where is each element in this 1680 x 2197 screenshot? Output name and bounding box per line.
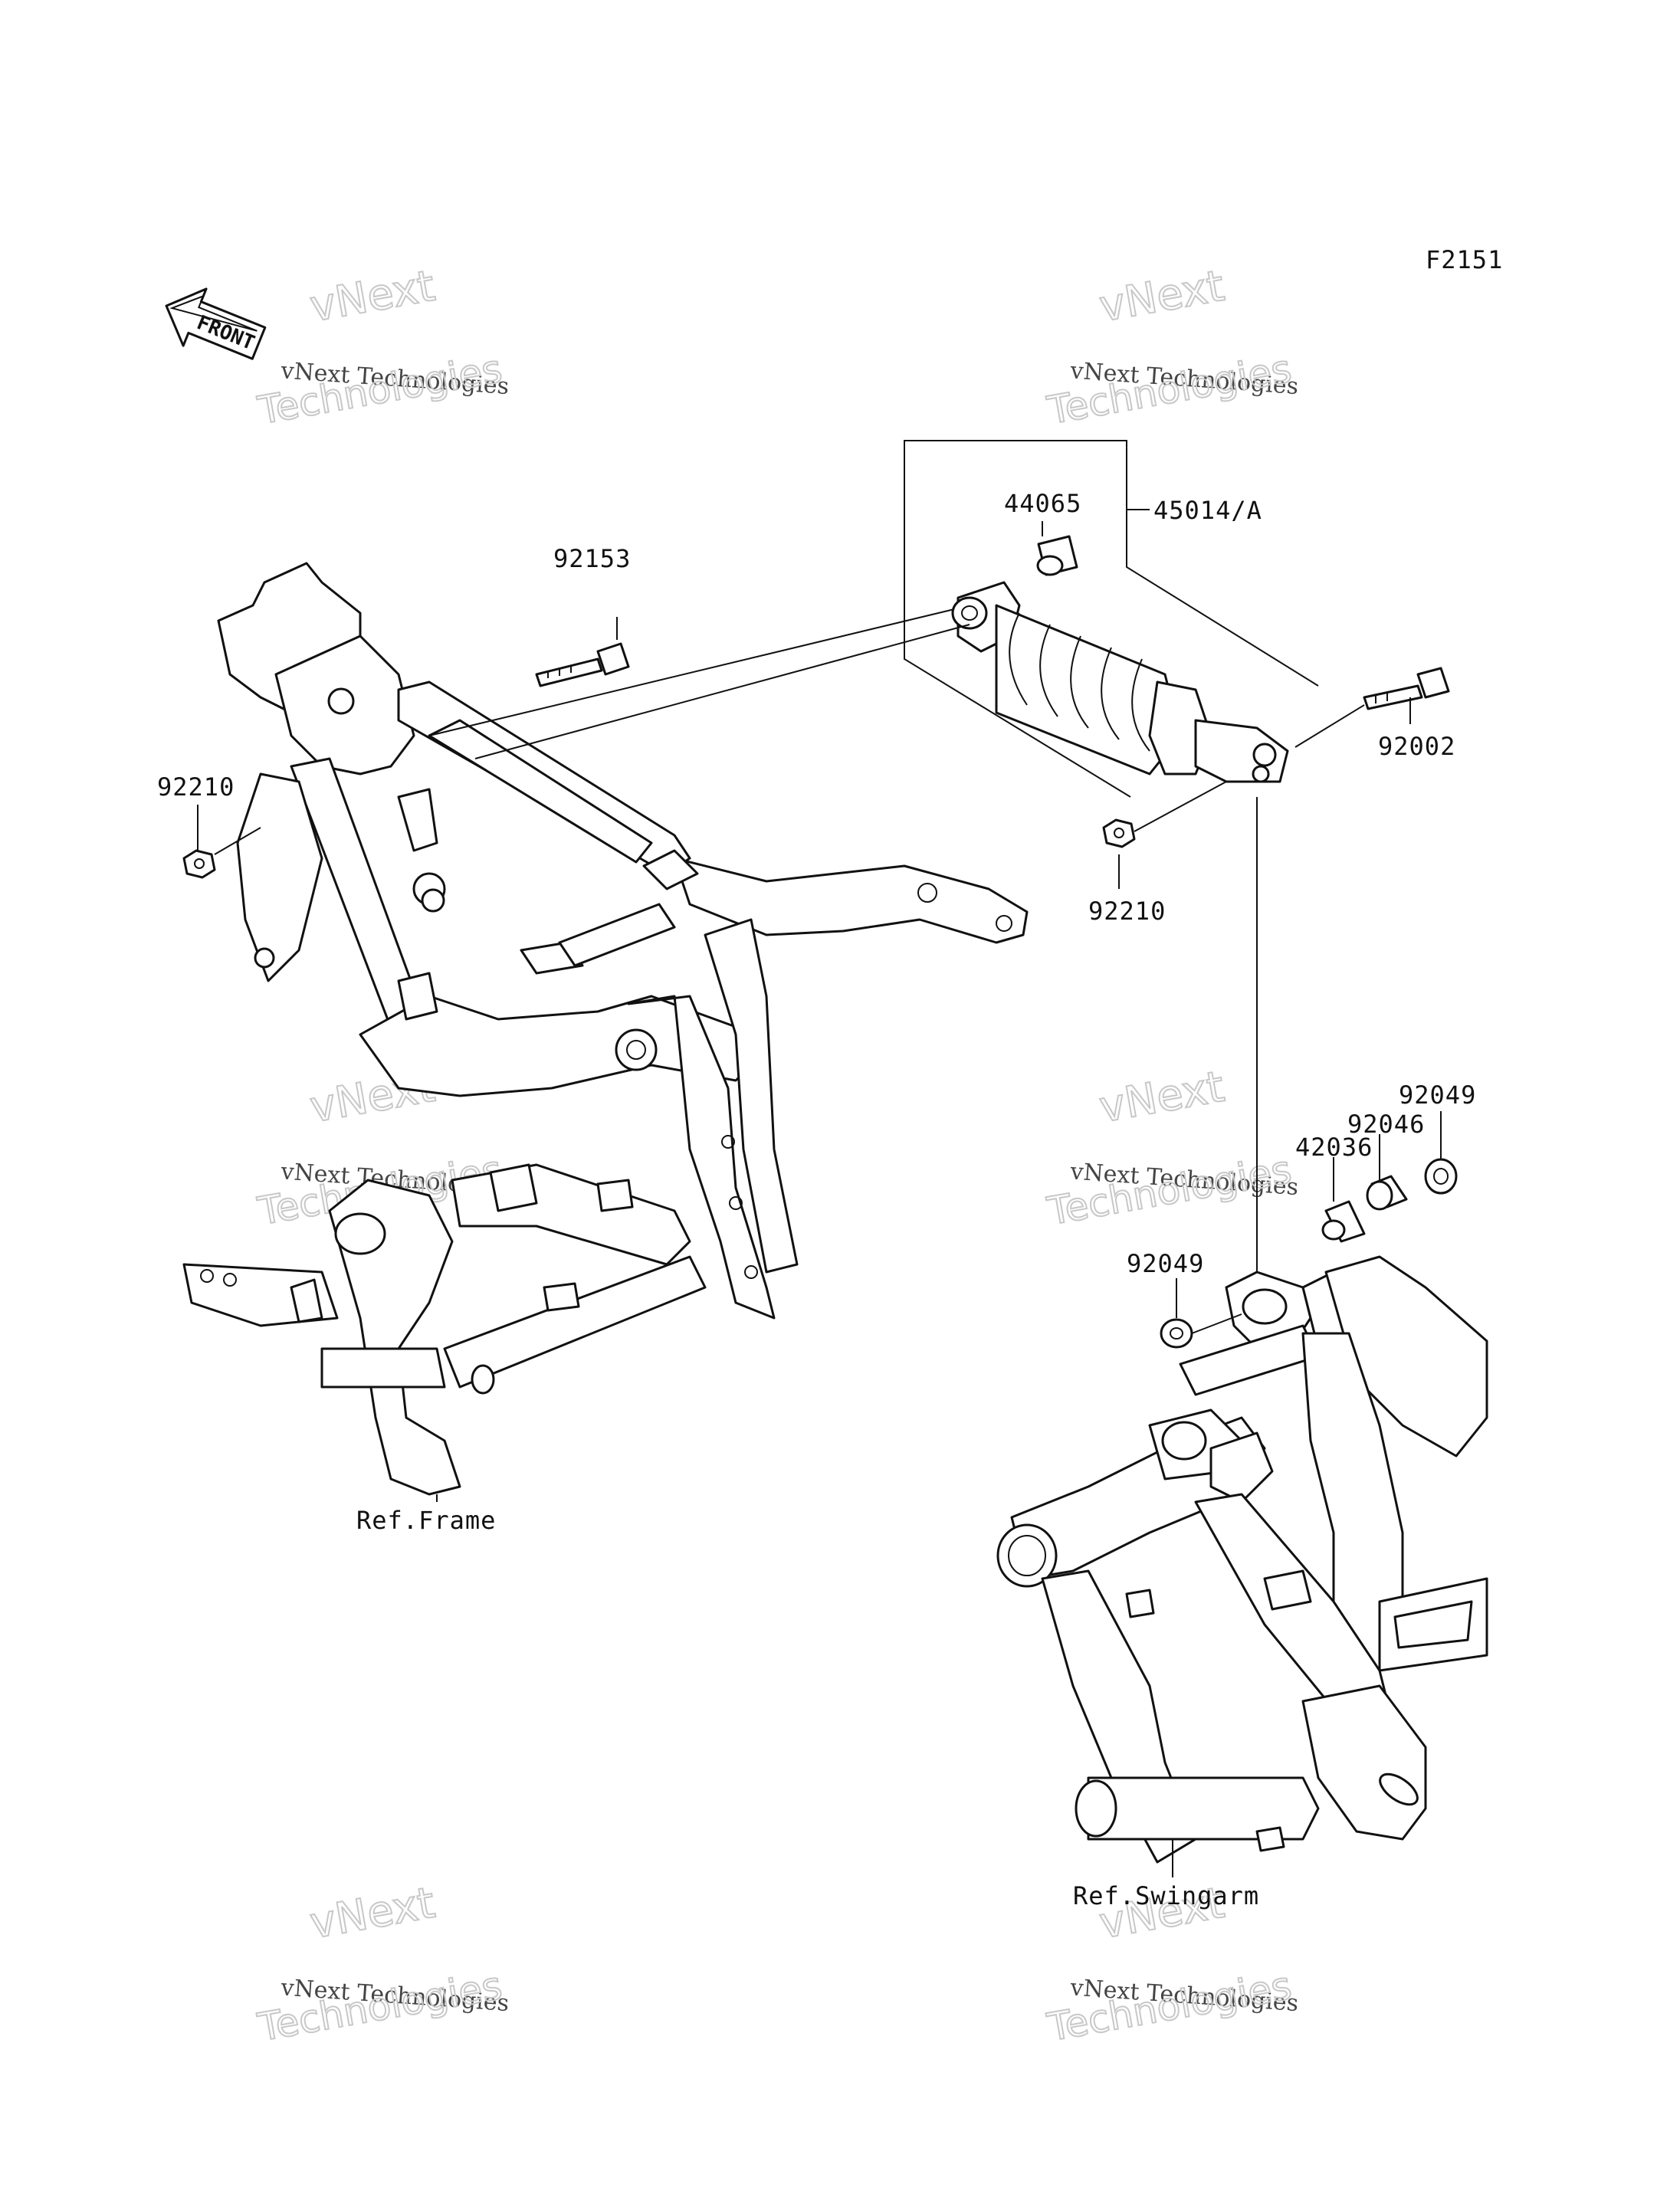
leader-lines [197, 440, 1442, 1877]
svg-text:vNext: vNext [1096, 1062, 1228, 1133]
front-arrow-icon: FRONT [165, 287, 267, 360]
swingarm-drawing [996, 1255, 1488, 1864]
shock-absorber-drawing [951, 535, 1289, 783]
ref-swingarm-label: Ref.Swingarm [1073, 1881, 1259, 1910]
nut-92210-right-icon [1102, 818, 1136, 848]
label-92210-right: 92210 [1088, 897, 1166, 926]
washer-92049-left-icon [1160, 1318, 1193, 1349]
watermark: vNext vNext Technologies Technologies [254, 1877, 510, 2051]
svg-text:vNext: vNext [1096, 261, 1228, 332]
nut-92210-left-icon [182, 849, 216, 879]
label-44065: 44065 [1004, 489, 1081, 518]
label-45014-a: 45014/A [1153, 496, 1262, 525]
watermark: vNext vNext Technologies Technologies [1043, 261, 1299, 434]
svg-text:vNext: vNext [307, 261, 438, 332]
label-92049-left: 92049 [1127, 1249, 1204, 1278]
svg-text:vNext: vNext [307, 1878, 438, 1949]
label-92049-top: 92049 [1399, 1080, 1476, 1110]
sleeve-42036-icon [1321, 1200, 1366, 1243]
bolt-92002-icon [1363, 667, 1450, 710]
washer-92049-top-icon [1424, 1158, 1458, 1195]
bearing-92046-icon [1366, 1175, 1408, 1211]
label-92153: 92153 [553, 544, 631, 573]
label-92002: 92002 [1378, 732, 1455, 761]
label-42036: 42036 [1295, 1133, 1373, 1162]
watermark: vNext vNext Technologies Technologies [254, 261, 510, 434]
label-92046: 92046 [1347, 1110, 1425, 1139]
figure-id: F2151 [1426, 245, 1503, 274]
watermark: vNext vNext Technologies Technologies [1043, 1061, 1299, 1235]
frame-drawing [182, 562, 1029, 1496]
label-92210-left: 92210 [157, 772, 235, 802]
ref-frame-label: Ref.Frame [356, 1506, 496, 1535]
bolt-92153-icon [535, 642, 630, 687]
